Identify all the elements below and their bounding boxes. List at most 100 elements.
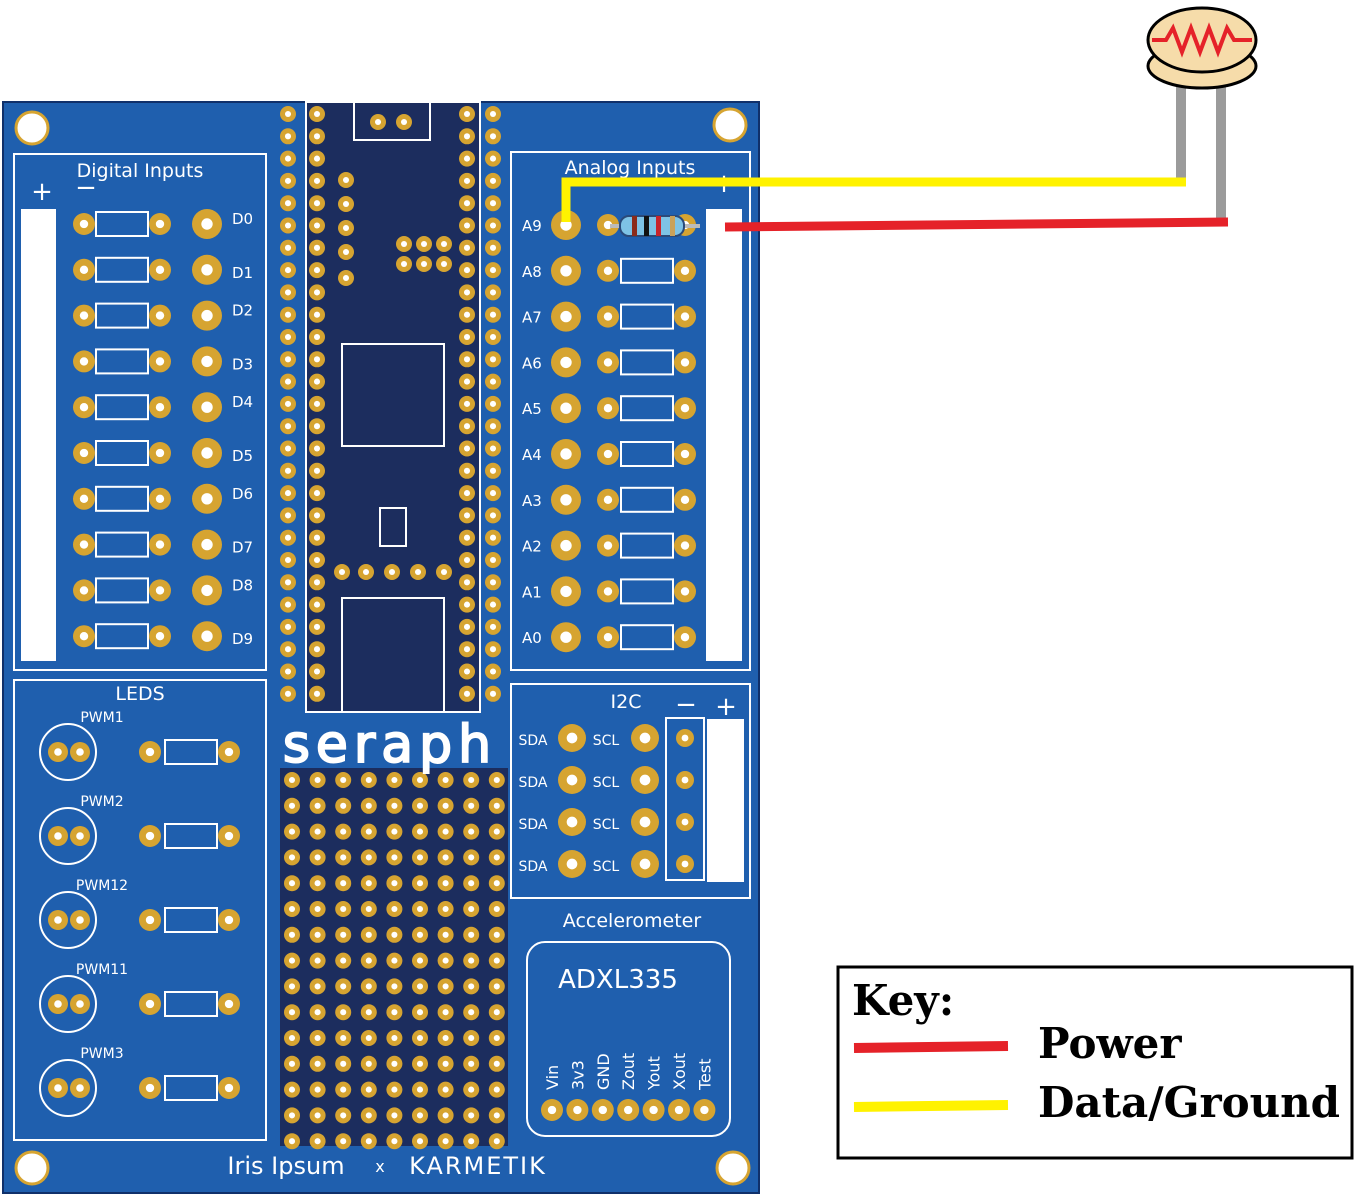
pad-hole <box>442 931 449 938</box>
pad-hole <box>54 832 62 840</box>
pad-hole <box>155 540 165 549</box>
key-power-label: Power <box>1038 1019 1182 1068</box>
pad-hole <box>489 423 497 430</box>
pad-hole <box>79 403 89 412</box>
pad-hole <box>493 1112 500 1119</box>
pad-hole <box>224 1083 234 1093</box>
pad-hole <box>440 568 448 576</box>
pad-hole <box>463 423 471 430</box>
pad-hole <box>468 880 475 887</box>
pad-hole <box>463 356 471 363</box>
pad-hole <box>284 601 292 608</box>
pad-hole <box>314 776 321 784</box>
pad-hole <box>314 880 321 887</box>
pad-hole <box>414 568 422 576</box>
pad-hole <box>342 176 350 184</box>
pad-hole <box>442 776 449 784</box>
resistor-outline <box>620 532 674 559</box>
pad-hole <box>365 1112 372 1119</box>
pad-hole <box>463 646 471 653</box>
pad-hole <box>416 828 424 835</box>
pad-hole <box>489 534 497 541</box>
pad-hole <box>284 690 292 697</box>
pad-hole <box>489 579 497 586</box>
pad-hole <box>284 200 292 207</box>
pad-hole <box>76 916 84 924</box>
pad-hole <box>313 445 321 452</box>
footer-iris-ipsum: Iris Ipsum <box>227 1152 344 1180</box>
pad-hole <box>313 512 321 519</box>
pad-hole <box>288 905 296 913</box>
pad-hole <box>201 218 213 230</box>
pad-hole <box>201 355 213 368</box>
pad-hole <box>155 403 165 412</box>
pad-hole <box>391 1009 398 1016</box>
pad-hole <box>288 1112 296 1119</box>
resistor-outline <box>164 823 218 849</box>
analog-pin-label: A5 <box>522 400 542 418</box>
pad-hole <box>468 802 475 809</box>
pad-hole <box>284 110 292 118</box>
pad-hole <box>489 356 497 363</box>
pad-hole <box>463 222 471 229</box>
pad-hole <box>442 854 449 861</box>
pad-hole <box>463 400 471 407</box>
pad-hole <box>314 1009 321 1016</box>
pad-hole <box>145 831 155 841</box>
pad-hole <box>288 1034 296 1042</box>
pad-hole <box>284 556 292 564</box>
pad-hole <box>468 854 475 861</box>
pad-hole <box>314 1034 321 1042</box>
pad-hole <box>314 905 321 913</box>
pad-hole <box>598 1105 607 1115</box>
pad-hole <box>313 267 321 274</box>
pad-hole <box>463 534 471 541</box>
pad-hole <box>313 490 321 497</box>
pad-hole <box>489 267 497 274</box>
pad-hole <box>76 1084 84 1092</box>
resistor-outline <box>95 348 149 375</box>
pad-hole <box>489 445 497 452</box>
pad-hole <box>681 818 689 826</box>
pad-hole <box>442 1034 449 1042</box>
pad-hole <box>468 1034 475 1042</box>
pad-hole <box>76 1000 84 1008</box>
pad-hole <box>314 854 321 861</box>
pad-hole <box>313 222 321 229</box>
pad-hole <box>573 1105 582 1115</box>
pad-hole <box>201 447 213 459</box>
pad-hole <box>566 732 578 744</box>
pad-hole <box>340 957 347 964</box>
pad-hole <box>416 776 424 784</box>
pad-hole <box>489 378 497 385</box>
pad-hole <box>463 177 471 184</box>
pad-hole <box>224 831 234 841</box>
pad-hole <box>54 1000 62 1008</box>
pad-hole <box>76 748 84 756</box>
pad-hole <box>681 776 689 784</box>
key-power-swatch <box>853 1041 1009 1053</box>
pad-hole <box>391 828 398 835</box>
pad-hole <box>342 274 350 282</box>
i2c-title: I2C <box>611 691 642 713</box>
power-wire <box>724 217 1229 232</box>
pad-hole <box>314 983 321 990</box>
pad-hole <box>201 584 213 597</box>
pad-hole <box>493 1034 500 1042</box>
pad-hole <box>681 734 689 742</box>
pad-hole <box>489 467 497 474</box>
pad-hole <box>463 690 471 697</box>
pad-hole <box>155 448 165 458</box>
pad-hole <box>313 155 321 162</box>
pad-hole <box>79 357 89 366</box>
analog-pin-label: A1 <box>522 583 542 601</box>
pad-hole <box>560 585 572 598</box>
led-outline <box>39 891 97 949</box>
i2c-scl-label: SCL <box>593 859 620 875</box>
pad-hole <box>313 556 321 564</box>
pad-hole <box>463 623 471 630</box>
pad-hole <box>224 747 234 757</box>
pad-hole <box>463 556 471 564</box>
pad-hole <box>54 748 62 756</box>
pad-hole <box>416 905 424 913</box>
